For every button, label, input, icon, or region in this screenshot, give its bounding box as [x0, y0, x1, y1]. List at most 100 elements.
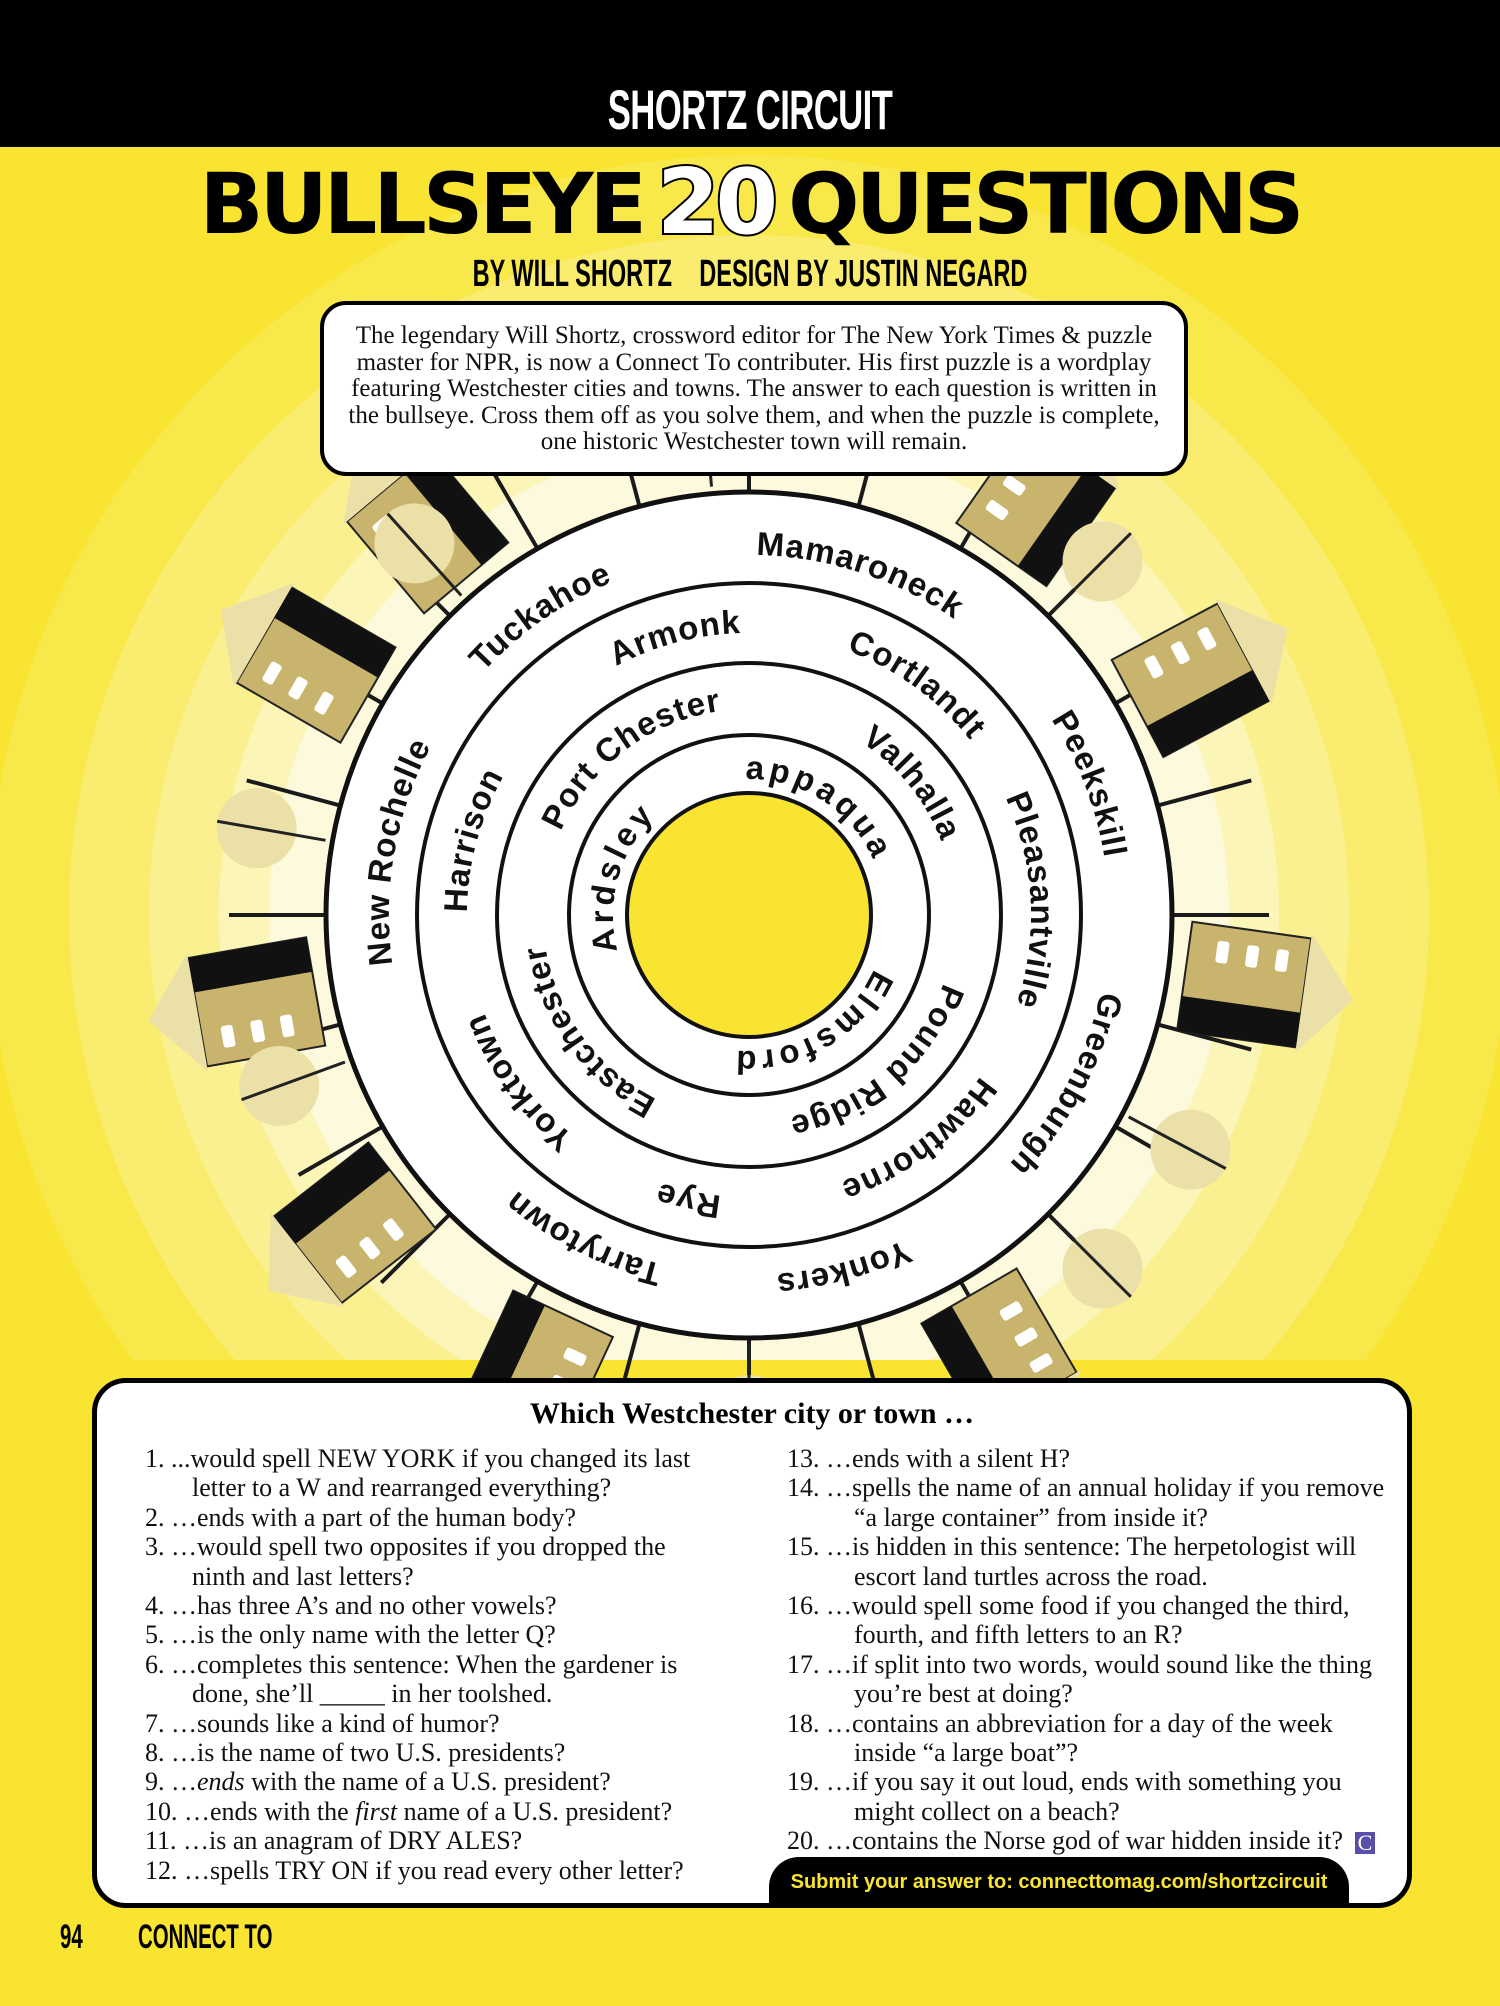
- window-icon: [279, 1014, 295, 1038]
- author-credit: BY WILL SHORTZ: [472, 253, 672, 295]
- question-number: 10.: [145, 1796, 184, 1826]
- house-icon: [1110, 599, 1288, 759]
- magazine-name: CONNECT TO: [138, 1918, 273, 1956]
- window-icon: [1003, 475, 1026, 496]
- question-item: 17. …if split into two words, would soun…: [787, 1650, 1387, 1709]
- question-number: 9.: [145, 1767, 171, 1797]
- question-item: 1. ...would spell NEW YORK if you change…: [145, 1444, 705, 1503]
- house-shadow: [404, 450, 509, 566]
- window-icon: [563, 1347, 587, 1366]
- tree-trunk: [1051, 532, 1132, 613]
- question-item: 14. …spells the name of an annual holida…: [787, 1473, 1387, 1532]
- question-item: 16. …would spell some food if you change…: [787, 1591, 1387, 1650]
- title-part1: BULLSEYE: [199, 155, 647, 253]
- question-text: …contains the Norse god of war hidden in…: [826, 1826, 1343, 1856]
- tree-trunk: [386, 512, 463, 597]
- question-text: …spells TRY ON if you read every other l…: [184, 1855, 684, 1885]
- question-item: 13. …ends with a silent H?: [787, 1444, 1387, 1473]
- house-shadow: [273, 1142, 390, 1245]
- ring-divider: [495, 661, 1003, 1169]
- house-roof: [1215, 599, 1288, 706]
- ring-divider: [415, 581, 1083, 1249]
- window-icon: [335, 1255, 357, 1278]
- question-item: 7. …sounds like a kind of humor?: [145, 1709, 705, 1738]
- question-item: 15. …is hidden in this sentence: The her…: [787, 1532, 1387, 1591]
- window-icon: [985, 500, 1009, 521]
- question-item: 10. …ends with the first name of a U.S. …: [145, 1797, 705, 1826]
- question-number: 14.: [787, 1473, 826, 1503]
- question-text: …sounds like a kind of humor?: [171, 1708, 500, 1738]
- title-part2: QUESTIONS: [788, 155, 1304, 253]
- question-text: …is hidden in this sentence: The herpeto…: [826, 1532, 1357, 1591]
- question-item: 5. …is the only name with the letter Q?: [145, 1620, 705, 1649]
- submit-banner: Submit your answer to: connecttomag.com/…: [769, 1857, 1349, 1907]
- question-text: …if you say it out loud, ends with somet…: [826, 1767, 1342, 1826]
- question-item: 11. …is an anagram of DRY ALES?: [145, 1826, 705, 1855]
- spoke-line: [246, 778, 341, 808]
- question-number: 8.: [145, 1738, 171, 1768]
- question-emphasis: ends: [197, 1767, 245, 1797]
- question-text: ...would spell NEW YORK if you changed i…: [171, 1444, 691, 1503]
- question-text: …: [171, 1767, 197, 1797]
- tree-icon: [1051, 521, 1143, 613]
- questions-heading: Which Westchester city or town …: [529, 1397, 975, 1430]
- question-number: 16.: [787, 1591, 826, 1621]
- question-item: 2. …ends with a part of the human body?: [145, 1503, 705, 1532]
- tree-icon: [239, 1046, 346, 1127]
- question-number: 13.: [787, 1444, 826, 1473]
- question-number: 20.: [787, 1826, 826, 1856]
- question-number: 12.: [145, 1855, 184, 1885]
- spoke-line: [1157, 778, 1252, 808]
- question-number: 11.: [145, 1826, 184, 1856]
- question-item: 6. …completes this sentence: When the ga…: [145, 1650, 705, 1709]
- question-number: 7.: [145, 1708, 171, 1738]
- title-number: 20: [655, 150, 780, 255]
- question-item: 9. …ends with the name of a U.S. preside…: [145, 1767, 705, 1796]
- question-text: …would spell some food if you changed th…: [826, 1591, 1350, 1650]
- questions-box: Which Westchester city or town … 1. ...w…: [92, 1378, 1412, 1908]
- tree-trunk: [241, 1060, 346, 1102]
- tree-trunk: [216, 819, 326, 842]
- window-icon: [1144, 655, 1164, 679]
- question-text: …ends with the: [184, 1796, 356, 1826]
- house-icon: [148, 936, 327, 1072]
- window-icon: [1245, 945, 1260, 968]
- tree-icon: [1127, 1109, 1231, 1190]
- question-item: 18. …contains an abbreviation for a day …: [787, 1709, 1387, 1768]
- question-text: …spells the name of an annual holiday if…: [826, 1473, 1385, 1532]
- house-icon: [220, 583, 397, 744]
- tree-icon: [216, 788, 326, 869]
- window-icon: [314, 691, 334, 715]
- question-text: …would spell two opposites if you droppe…: [171, 1532, 666, 1591]
- question-text: …has three A’s and no other vowels?: [171, 1591, 557, 1621]
- header-bar: SHORTZ CIRCUIT: [0, 0, 1500, 147]
- question-item: 20. …contains the Norse god of war hidde…: [787, 1826, 1387, 1855]
- house-shadow: [1177, 996, 1301, 1048]
- tree-icon: [1051, 1217, 1143, 1309]
- window-icon: [1197, 627, 1217, 651]
- bullseye-center: [625, 791, 873, 1039]
- question-text: name of a U.S. president?: [397, 1796, 673, 1826]
- house-icon: [1175, 920, 1354, 1053]
- spoke-line: [1157, 1022, 1252, 1052]
- question-number: 3.: [145, 1532, 171, 1562]
- window-icon: [1215, 940, 1230, 964]
- window-icon: [1170, 641, 1190, 665]
- window-icon: [359, 1236, 380, 1260]
- tree-trunk: [1051, 1217, 1132, 1298]
- question-emphasis: first: [355, 1796, 398, 1826]
- question-item: 4. …has three A’s and no other vowels?: [145, 1591, 705, 1620]
- question-number: 6.: [145, 1649, 171, 1679]
- question-text: …is the name of two U.S. presidents?: [171, 1738, 566, 1768]
- series-title: SHORTZ CIRCUIT: [607, 78, 893, 141]
- house-roof: [1295, 933, 1354, 1053]
- question-text: …completes this sentence: When the garde…: [171, 1649, 678, 1709]
- window-icon: [220, 1024, 236, 1048]
- questions-column-right: 13. …ends with a silent H?14. …spells th…: [787, 1444, 1387, 1856]
- ring-divider: [567, 733, 931, 1097]
- question-text: …if split into two words, would sound li…: [826, 1649, 1372, 1709]
- page-number: 94: [60, 1918, 83, 1956]
- spoke-line: [379, 1212, 452, 1285]
